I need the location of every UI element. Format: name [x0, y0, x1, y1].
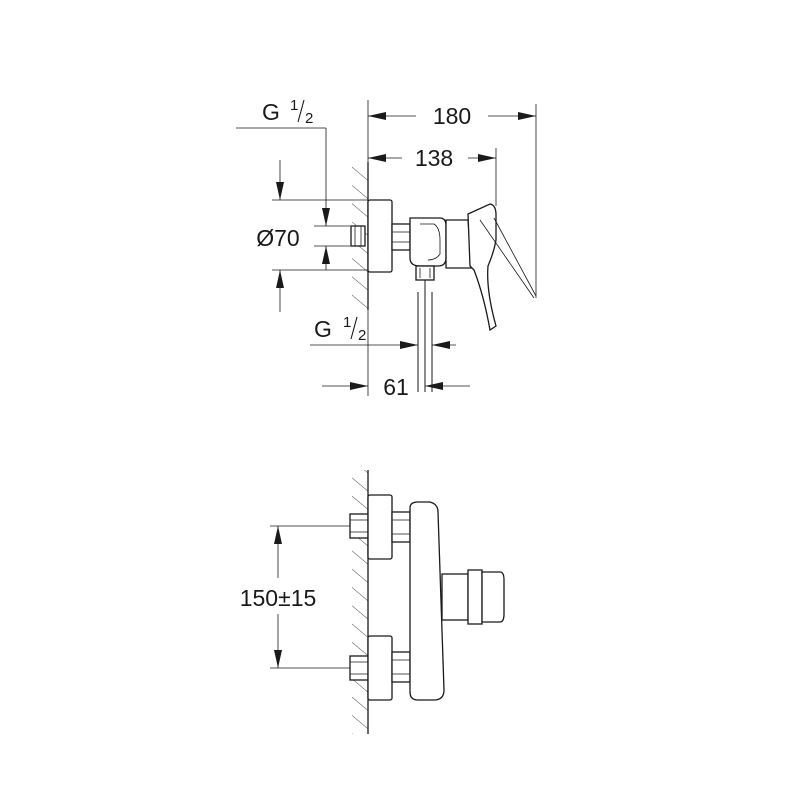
thread-inlet-den: 2	[305, 110, 313, 127]
side-view: 180 138 Ø70	[236, 97, 537, 400]
wall-bottom	[352, 470, 369, 734]
dim-61-label: 61	[383, 374, 409, 400]
dim-180-label: 180	[433, 103, 471, 129]
thread-outlet-den: 2	[358, 327, 366, 344]
inlet-stub	[350, 225, 366, 247]
dim-138-label: 138	[415, 145, 453, 171]
lever-swing-lines	[479, 217, 537, 299]
thread-outlet: G 1 2	[310, 314, 456, 349]
dim-diameter-label: Ø70	[256, 225, 299, 251]
hex-nut-top	[391, 223, 411, 251]
thread-outlet-main: G	[314, 316, 332, 342]
thread-outlet-num: 1	[343, 314, 351, 331]
dim-diameter: Ø70	[256, 160, 368, 312]
escutcheon-top	[367, 199, 393, 273]
dim-centers: 150±15	[240, 525, 350, 669]
control-knob	[441, 569, 505, 625]
thread-inlet: G 1 2	[236, 97, 350, 270]
dim-61: 61	[322, 310, 470, 400]
dim-180: 180	[367, 100, 537, 298]
mixer-bar	[409, 501, 445, 701]
mixer-body	[409, 217, 447, 267]
top-view: 150±15	[240, 470, 505, 734]
lever-handle	[467, 203, 497, 332]
dim-centers-label: 150±15	[240, 585, 317, 611]
outlet-top	[415, 265, 435, 281]
thread-inlet-main: G	[262, 99, 280, 125]
thread-inlet-num: 1	[290, 97, 298, 114]
dim-138: 138	[368, 145, 497, 206]
upper-connection	[349, 494, 411, 560]
